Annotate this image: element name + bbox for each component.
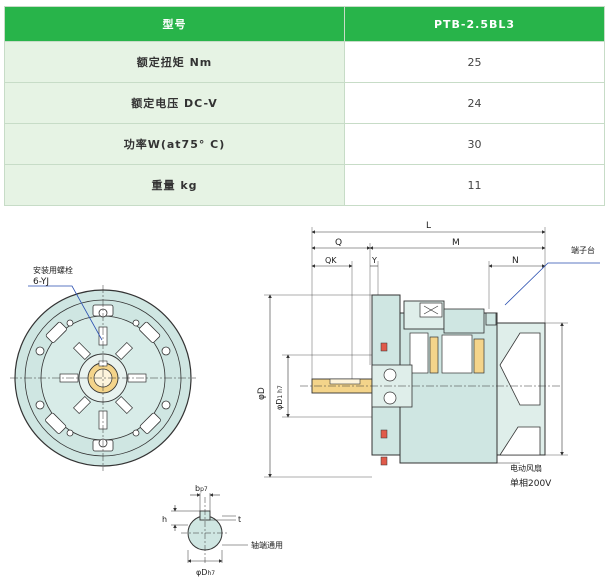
row-torque-label: 额定扭矩 Nm [4, 41, 345, 83]
shaft-note: 轴端通用 [251, 540, 283, 550]
dim-N: N [512, 256, 519, 266]
row-voltage-value: 24 [344, 82, 605, 124]
dim-D: φD [257, 387, 267, 400]
terminal-leader [504, 262, 600, 306]
shaft-detail: bp7 h t φDh7 轴端通用 [162, 484, 283, 577]
spec-table: 型号 PTB-2.5BL3 额定扭矩 Nm 25 额定电压 DC-V 24 功率… [4, 6, 605, 206]
row-voltage-label: 额定电压 DC-V [4, 82, 345, 124]
row-weight-value: 11 [344, 164, 605, 206]
fan-label: 电动风扇 [510, 463, 542, 473]
table-row: 额定扭矩 Nm 25 [4, 41, 605, 83]
fan-blade [499, 332, 541, 406]
shaft-b-label: bp7 [195, 484, 208, 493]
bolt-code: 6-YJ [33, 277, 49, 287]
shaft-d-label: φDh7 [196, 568, 215, 577]
dim-M: M [452, 238, 460, 248]
dim-L: L [426, 221, 431, 231]
dim-Q: Q [335, 238, 342, 248]
side-view: L Q M QK Y N φD φD1 h7 端子台 电动风扇 单相200V [257, 221, 600, 489]
terminal-label: 端子台 [571, 245, 595, 255]
technical-drawing: 安装用螺栓 6-YJ bp7 h t φDh7 轴端通用 [10, 221, 600, 577]
front-rim-slots [45, 304, 161, 452]
bolt-label: 安装用螺栓 [33, 265, 73, 275]
bolt-leader-line [28, 285, 103, 341]
shaft-t-label: t [238, 515, 241, 524]
row-weight-label: 重量 kg [4, 164, 345, 206]
row-power-value: 30 [344, 123, 605, 165]
table-row: 额定电压 DC-V 24 [4, 82, 605, 124]
header-model-value: PTB-2.5BL3 [344, 6, 605, 42]
row-torque-value: 25 [344, 41, 605, 83]
table-row: 功率W(at75° C) 30 [4, 123, 605, 165]
header-model-label: 型号 [4, 6, 345, 42]
spec-header-row: 型号 PTB-2.5BL3 [4, 6, 605, 42]
row-power-label: 功率W(at75° C) [4, 123, 345, 165]
shaft-h-label: h [162, 515, 167, 524]
dim-QK: QK [325, 256, 337, 265]
front-view: 安装用螺栓 6-YJ [10, 265, 196, 471]
table-row: 重量 kg 11 [4, 164, 605, 206]
phase-label: 单相200V [510, 477, 552, 489]
dim-D1: φD1 h7 [275, 385, 284, 410]
dim-Y: Y [371, 256, 377, 265]
